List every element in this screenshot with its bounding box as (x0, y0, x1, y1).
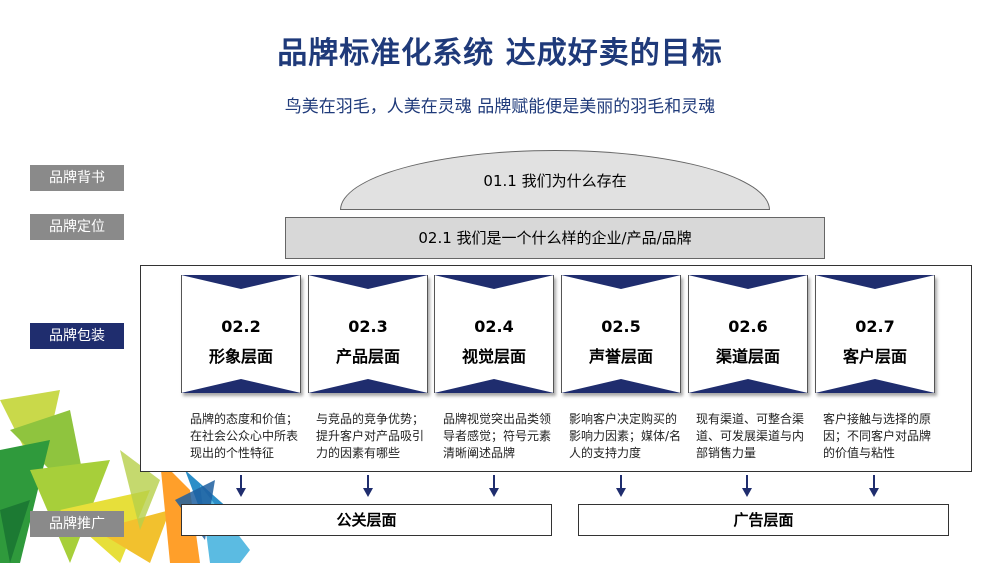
page-title: 品牌标准化系统 达成好卖的目标 (277, 36, 723, 71)
dome-text: 01.1 我们为什么存在 (483, 172, 627, 190)
card-number: 02.6 (728, 317, 768, 336)
card-number: 02.7 (855, 317, 895, 336)
down-arrow-icon (236, 475, 246, 497)
card-label: 渠道层面 (715, 347, 780, 366)
card-description: 品牌的态度和价值；在社会公众心中所表现出的个性特征 (190, 412, 299, 460)
card-description: 现有渠道、可整合渠道、可发展渠道与内部销售力量 (696, 412, 805, 460)
card-description: 品牌视觉突出品类领导者感觉；符号元素清晰阐述品牌 (443, 412, 552, 460)
card-customer-level: 02.7 客户层面 (815, 275, 935, 393)
down-arrow-icon (489, 475, 499, 497)
tag-brand-position: 品牌定位 (30, 214, 124, 240)
card-product-level: 02.3 产品层面 (308, 275, 428, 393)
card-visual-level: 02.4 视觉层面 (434, 275, 554, 393)
card-description: 与竞品的竞争优势；提升客户对产品吸引力的因素有哪些 (316, 412, 425, 460)
card-number: 02.5 (601, 317, 641, 336)
down-arrow-icon (742, 475, 752, 497)
tag-brand-endorse: 品牌背书 (30, 165, 124, 191)
positioning-bar: 02.1 我们是一个什么样的企业/产品/品牌 (285, 217, 825, 259)
card-channel-level: 02.6 渠道层面 (688, 275, 808, 393)
card-reputation-level: 02.5 声誉层面 (561, 275, 681, 393)
card-label: 形象层面 (208, 347, 273, 366)
card-label: 产品层面 (335, 347, 400, 366)
card-number: 02.2 (221, 317, 261, 336)
card-label: 声誉层面 (588, 347, 653, 366)
card-number: 02.4 (474, 317, 514, 336)
down-arrow-icon (616, 475, 626, 497)
card-description: 影响客户决定购买的影响力因素；媒体/名人的支持力度 (569, 412, 682, 460)
down-arrow-icon (869, 475, 879, 497)
down-arrow-icon (363, 475, 373, 497)
page-subtitle: 鸟美在羽毛，人美在灵魂 品牌赋能便是美丽的羽毛和灵魂 (284, 97, 716, 117)
tag-brand-package: 品牌包装 (30, 323, 124, 349)
card-label: 视觉层面 (461, 347, 526, 366)
card-number: 02.3 (348, 317, 388, 336)
card-description: 客户接触与选择的原因；不同客户对品牌的价值与粘性 (823, 412, 932, 460)
card-image-level: 02.2 形象层面 (181, 275, 301, 393)
card-label: 客户层面 (842, 347, 907, 366)
tag-brand-promote: 品牌推广 (30, 511, 124, 537)
pr-level-box: 公关层面 (181, 504, 552, 536)
ad-level-box: 广告层面 (578, 504, 949, 536)
